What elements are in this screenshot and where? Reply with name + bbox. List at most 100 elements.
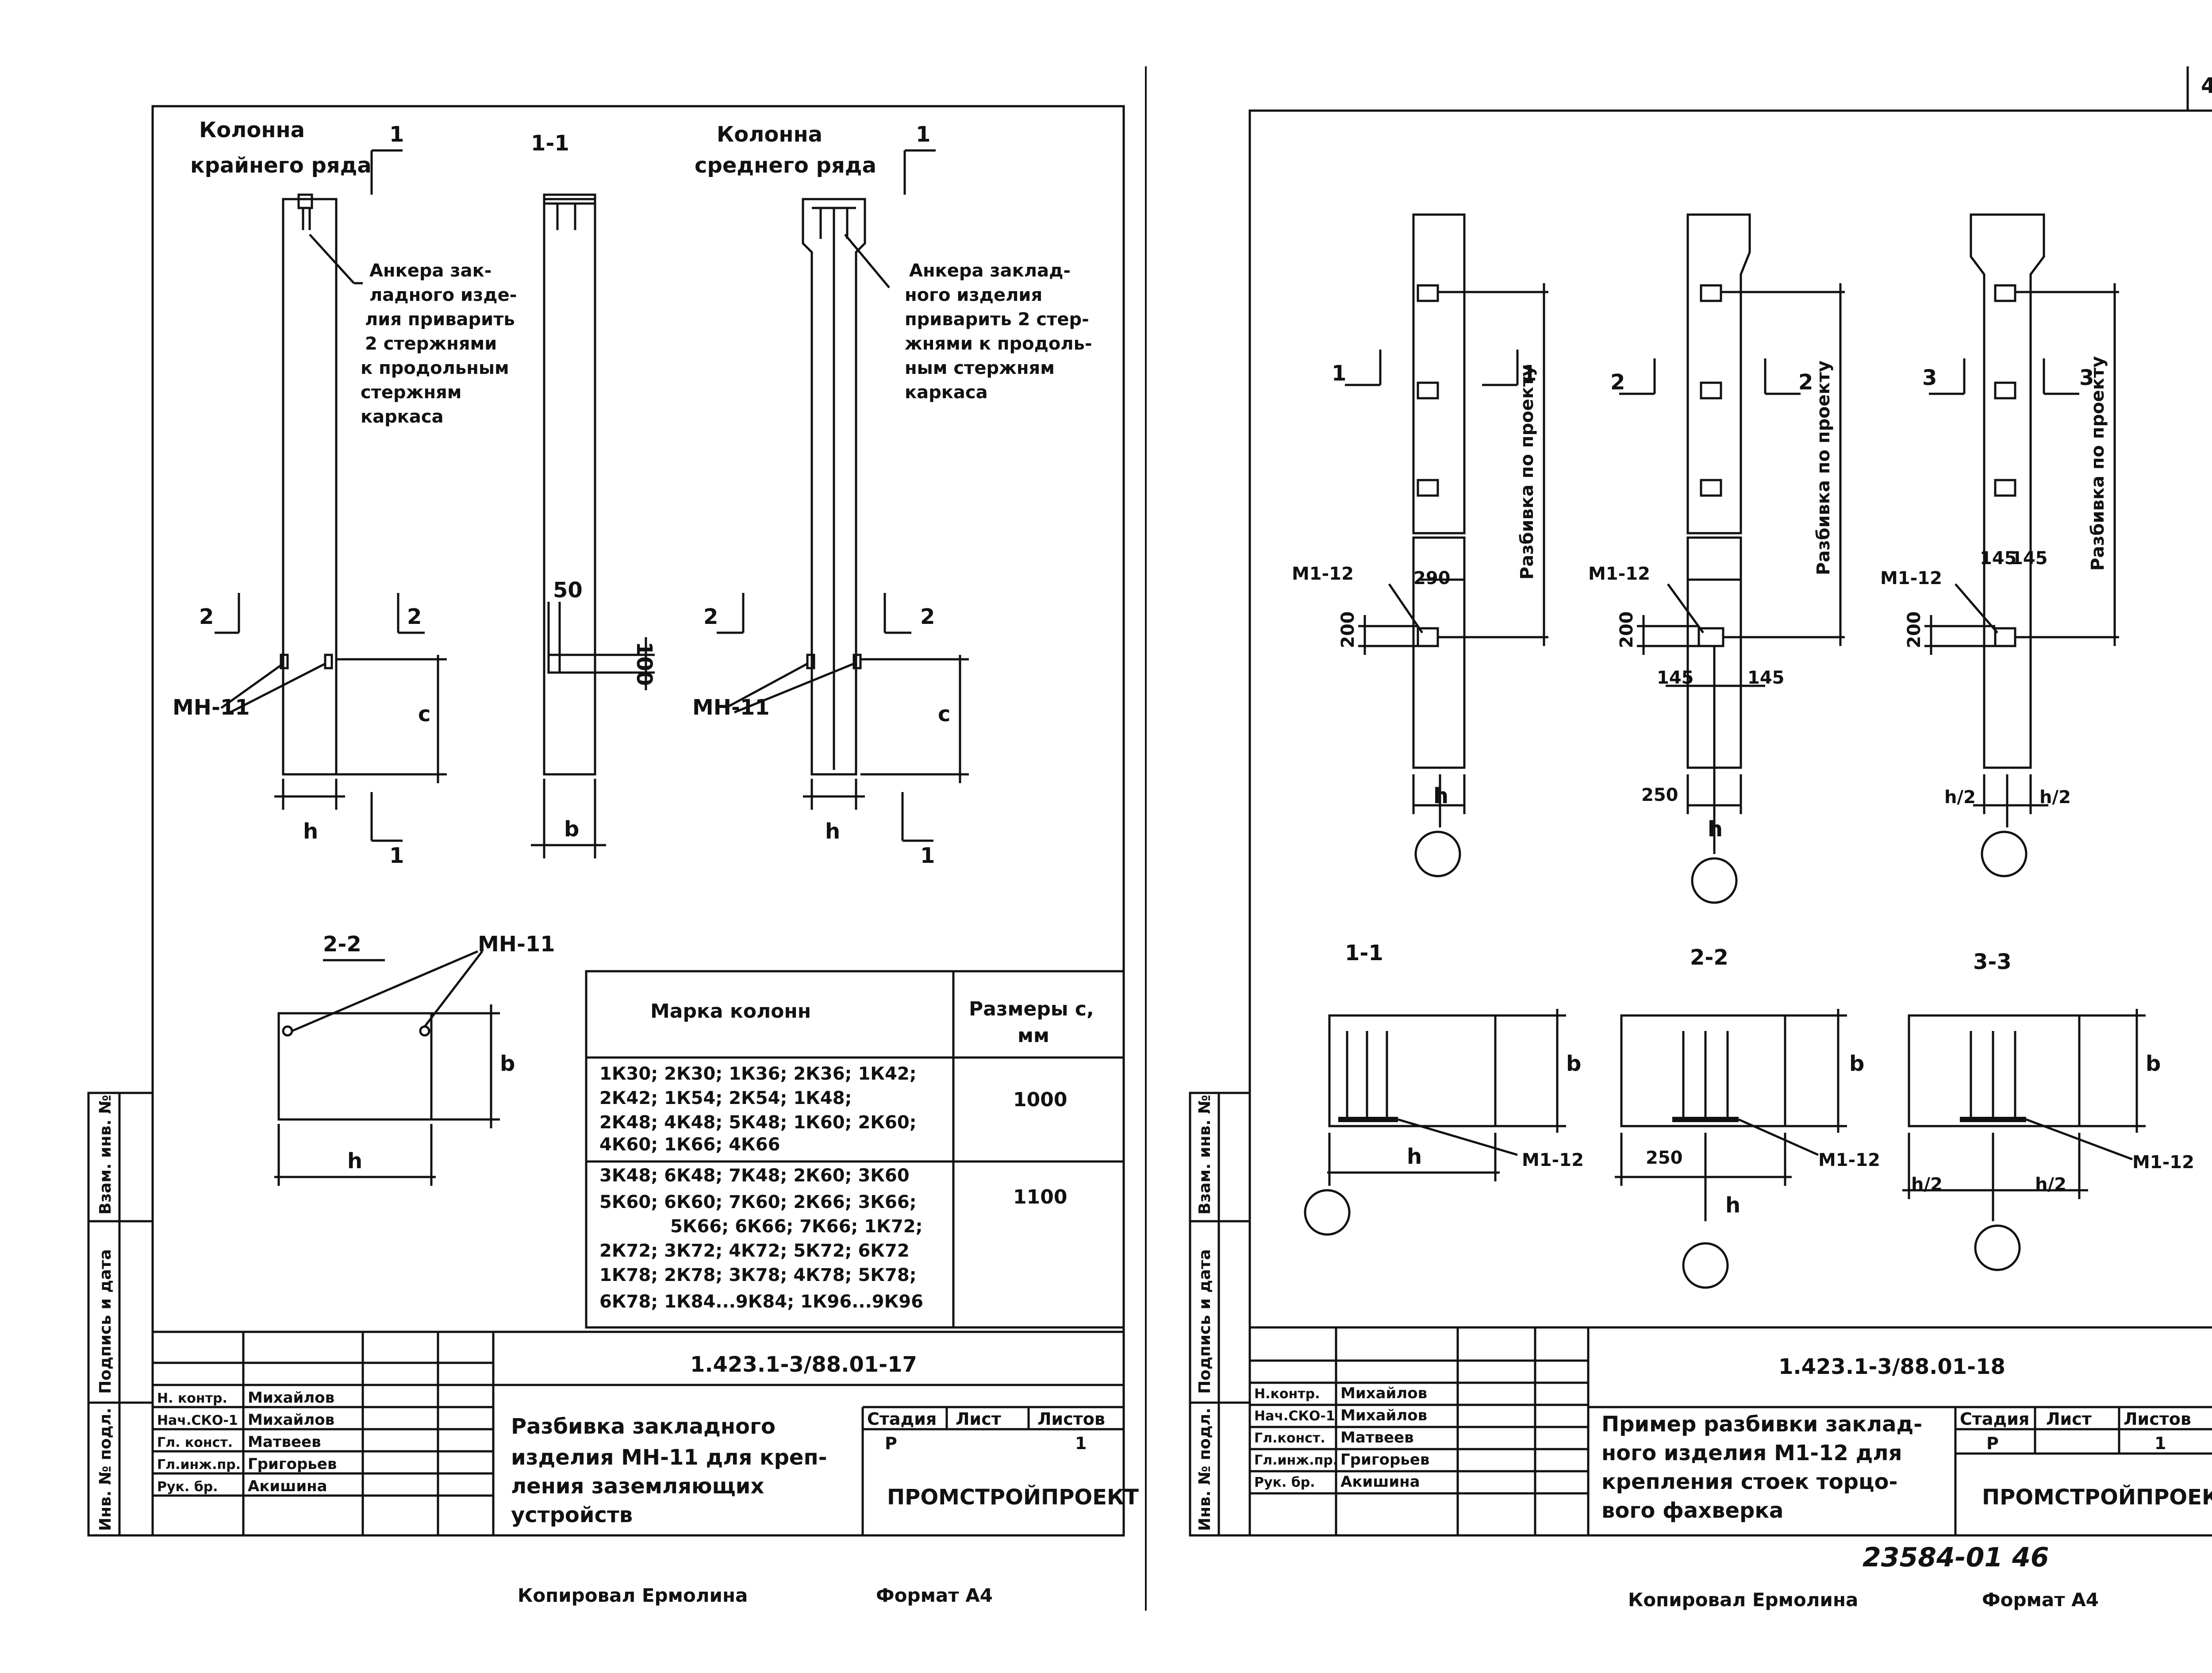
embed-mark: М1-12 [2132,1152,2194,1173]
svg-text:лия приварить: лия приварить [365,309,515,330]
table-size-1100: 1100 [1013,1186,1067,1208]
dim-145: 145 [1657,668,1694,688]
middle-column [802,198,866,776]
dim-290: 290 [1413,568,1451,588]
title-line: Пример разбивки заклад- [1601,1412,1922,1437]
page-number: 45 [2201,73,2212,98]
section-1-1-title: 1-1 [531,131,569,156]
stage-value: Р [1986,1434,1999,1453]
signature-roles: Н. контр. Нач.СКО-1 Гл. конст. Гл.инж.пр… [157,1391,241,1495]
embed-mark: М1-12 [1292,564,1354,584]
svg-text:5К66; 6К66; 7К66; 1К72;: 5К66; 6К66; 7К66; 1К72; [670,1216,923,1237]
section-mark: 2 [1798,370,1813,395]
svg-text:Анкера зак-: Анкера зак- [369,261,492,281]
svg-text:Н.контр.: Н.контр. [1254,1386,1320,1402]
mid-column-title-2: среднего ряда [695,153,876,178]
svg-text:Акишина: Акишина [1340,1473,1420,1491]
embed-mark: МН-11 [692,695,770,720]
svg-text:Рук. бр.: Рук. бр. [1254,1475,1315,1490]
dim-145: 145 [2011,548,2048,569]
layout-label: Разбивка по проекту [1813,361,1834,575]
dim-b: b [564,817,579,842]
dim-h: h [303,819,318,844]
svg-text:Григорьев: Григорьев [248,1455,337,1473]
svg-text:Анкера заклад-: Анкера заклад- [909,261,1071,281]
dim-b: b [1566,1051,1581,1076]
section-2-2-plan [277,1012,433,1121]
layout-label: Разбивка по проекту [1517,365,1537,580]
table-row-1: 1К30; 2К30; 1К36; 2К36; 1К42; 2К42; 1К54… [599,1064,917,1155]
dim-h: h [347,1149,362,1173]
section-mark: 2 [1610,370,1625,395]
note-left: Анкера зак- ладного изде- лия приварить … [361,261,517,427]
section-title: 2-2 [1690,945,1728,970]
svg-text:6К78; 1К84...9К84; 1К96...9К96: 6К78; 1К84...9К84; 1К96...9К96 [599,1292,923,1312]
svg-text:Михайлов: Михайлов [1340,1407,1427,1424]
dim-c: c [938,702,950,727]
svg-text:5К60; 6К60; 7К60; 2К66; 3К66;: 5К60; 6К60; 7К60; 2К66; 3К66; [599,1192,917,1212]
dim-145: 145 [1747,668,1785,688]
footer-copied: Копировал Ермолина [1628,1589,1858,1611]
dim-200: 200 [1904,612,1924,649]
svg-text:Акишина: Акишина [248,1477,327,1495]
title-line: устройств [511,1503,633,1527]
svg-text:Взам. инв. №: Взам. инв. № [96,1095,115,1215]
embed-mark: МН-11 [478,932,555,957]
section-title: 3-3 [1973,950,2012,974]
svg-text:Инв. № подл.: Инв. № подл. [96,1408,115,1531]
edge-column-title-2: крайнего ряда [190,153,372,178]
section-mark: 1 [1332,361,1346,386]
svg-text:стержням: стержням [361,382,461,403]
svg-text:Н. контр.: Н. контр. [157,1391,227,1406]
stage-label: Стадия [867,1409,937,1429]
section-mark: 2 [407,604,422,629]
table-size-1000: 1000 [1013,1088,1067,1111]
dim-50: 50 [553,578,583,603]
right-column-1 [1412,213,1466,535]
edge-column [282,198,338,776]
dim-h: h [1725,1193,1740,1218]
stage-value: Р [885,1434,897,1453]
svg-text:2 стержнями: 2 стержнями [365,334,497,354]
archive-number: 23584-01 46 [1863,1542,2049,1573]
svg-text:Взам. инв. №: Взам. инв. № [1196,1095,1214,1215]
svg-text:Подпись и дата: Подпись и дата [96,1249,115,1394]
right-column-3 [1970,213,2045,769]
title-line: вого фахверка [1601,1498,1783,1523]
title-line: изделия МН-11 для креп- [511,1445,827,1470]
note-right: Анкера заклад- ного изделия приварить 2 … [905,261,1092,403]
side-labels-left: Инв. № подл. Подпись и дата Взам. инв. № [96,1095,115,1531]
svg-text:Нач.СКО-1: Нач.СКО-1 [157,1413,238,1428]
dim-h-half: h/2 [2039,787,2071,808]
svg-text:Гл.инж.пр.: Гл.инж.пр. [1254,1453,1338,1468]
right-frame [1248,109,2212,1537]
svg-text:Гл.конст.: Гл.конст. [1254,1431,1325,1446]
signature-names: Михайлов Михайлов Матвеев Григорьев Акиш… [248,1389,337,1495]
svg-text:1К30; 2К30; 1К36; 2К36; 1К42;: 1К30; 2К30; 1К36; 2К36; 1К42; [599,1064,917,1084]
title-line: крепления стоек торцо- [1601,1469,1897,1494]
dim-b: b [500,1051,515,1076]
dim-b: b [2146,1051,2161,1076]
svg-text:Инв. № подл.: Инв. № подл. [1196,1408,1214,1531]
dim-h-half: h/2 [1944,787,1976,808]
sheets-label: Листов [2124,1409,2191,1429]
svg-text:Матвеев: Матвеев [248,1433,321,1451]
footer-copied: Копировал Ермолина [518,1585,748,1606]
svg-text:Нач.СКО-1: Нач.СКО-1 [1254,1408,1335,1424]
column-table [585,970,1125,1329]
embed-mark: МН-11 [173,695,250,720]
section-mark: 1 [1522,361,1536,386]
mid-column-title: Колонна [717,122,822,147]
edge-column-title: Колонна [199,118,305,142]
svg-text:ладного изде-: ладного изде- [369,285,517,305]
drawing-code: 1.423.1-3/88.01-18 [1778,1354,2005,1379]
svg-text:Гл. конст.: Гл. конст. [157,1435,233,1450]
section-mark: 3 [2079,365,2094,390]
title-line: Разбивка закладного [511,1414,776,1439]
svg-text:жнями к продоль-: жнями к продоль- [905,334,1092,354]
dim-h: h [1708,817,1723,842]
table-head-size: Размеры с, [969,998,1094,1020]
stage-label: Стадия [1960,1409,2029,1429]
embed-mark: М1-12 [1522,1150,1584,1170]
